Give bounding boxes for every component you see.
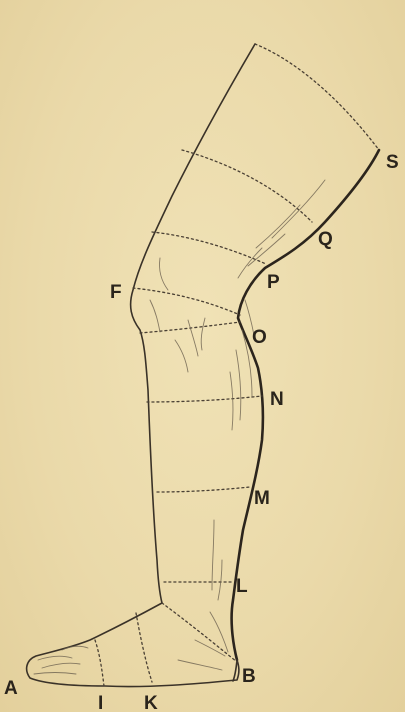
section-line-p xyxy=(152,232,266,264)
knee-shading xyxy=(150,258,205,372)
section-line-k xyxy=(136,613,152,682)
leg-back-outline xyxy=(232,150,379,660)
label-i: I xyxy=(98,693,103,712)
section-line-n xyxy=(147,396,262,402)
leg-front-outline xyxy=(131,44,255,603)
label-l: L xyxy=(236,576,248,597)
section-line-f xyxy=(133,288,240,315)
label-k: K xyxy=(144,693,158,712)
label-b: B xyxy=(242,666,256,687)
label-s: S xyxy=(386,152,399,173)
section-line-m xyxy=(157,487,250,492)
toe-lines xyxy=(34,646,88,674)
foot-outline xyxy=(27,603,239,687)
section-line-ankle xyxy=(162,603,237,662)
section-line-q xyxy=(182,150,312,222)
section-line-i xyxy=(95,640,104,686)
label-p: P xyxy=(267,272,280,293)
calf-shading xyxy=(212,300,254,600)
label-a: A xyxy=(4,678,18,699)
label-n: N xyxy=(270,389,284,410)
thigh-shading xyxy=(238,180,325,278)
heel-outline xyxy=(233,660,237,681)
label-o: O xyxy=(252,327,267,348)
label-q: Q xyxy=(318,229,333,250)
label-m: M xyxy=(254,488,270,509)
top-section-line xyxy=(255,44,379,150)
label-f: F xyxy=(110,282,122,303)
